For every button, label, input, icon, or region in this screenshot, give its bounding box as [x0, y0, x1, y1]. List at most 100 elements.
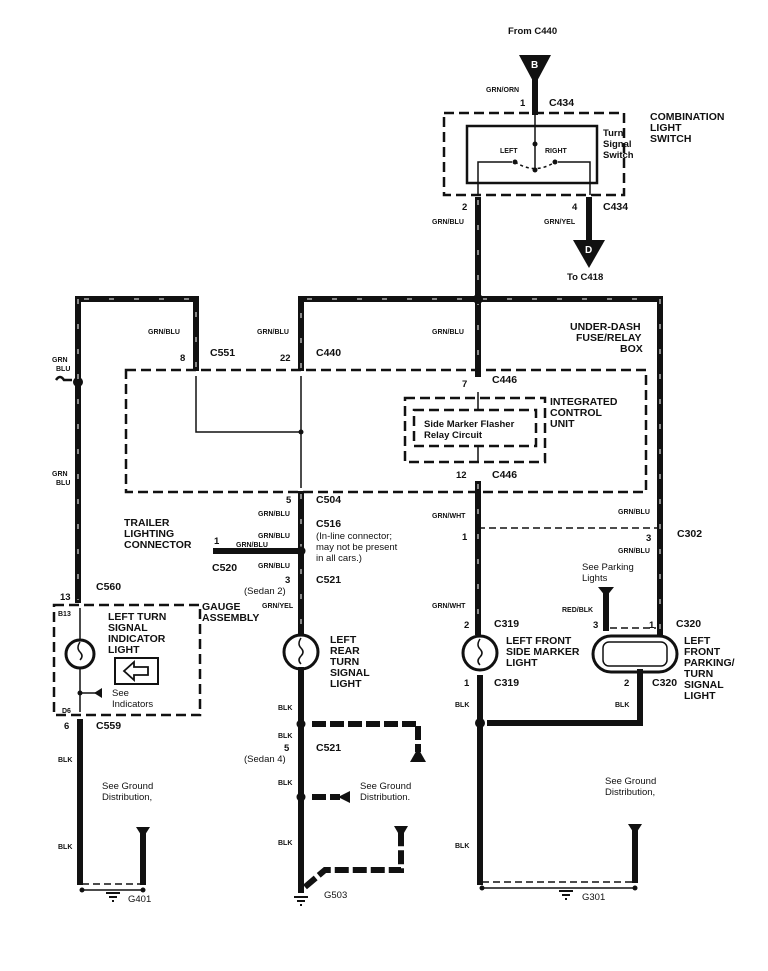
gauge-label-2: ASSEMBLY — [202, 612, 259, 624]
rear-light-label-1: LEFT — [330, 634, 357, 646]
parking-label-3: PARKING/ — [684, 657, 735, 669]
c320-pin-3: 3 — [593, 620, 598, 631]
fuse-box-label-1: UNDER-DASH — [570, 321, 641, 333]
see-indicators-2: Indicators — [112, 699, 153, 710]
parking-label-4: TURN — [684, 668, 713, 680]
ground-g503-icon — [294, 896, 308, 906]
parking-label-1: LEFT — [684, 635, 711, 647]
wire-label-red-blk: RED/BLK — [562, 607, 593, 614]
c302-pin-1: 1 — [462, 532, 468, 543]
wire-label-blk-rear-2: BLK — [278, 733, 292, 740]
wire-label-grn-wht-1: GRN/WHT — [432, 513, 466, 520]
trailer-label-1: TRAILER — [124, 517, 170, 529]
from-c440-label: From C440 — [508, 26, 557, 37]
c521-pin-5: 5 — [284, 743, 290, 754]
c320-pin-1: 1 — [649, 620, 655, 631]
splice-point — [473, 294, 483, 304]
wire-label-grn-orn: GRN/ORN — [486, 87, 519, 94]
wire-label-blu: BLU — [56, 366, 70, 373]
c521-variant-top: (Sedan 2) — [244, 586, 286, 597]
wire-label-grn-blu-c516: GRN/BLU — [258, 533, 290, 540]
left-arrow-indicator-icon — [114, 657, 159, 685]
icu-label-2: CONTROL — [550, 407, 602, 419]
turn-signal-switch-label-1: Turn — [603, 128, 624, 139]
c521-bottom-label: C521 — [316, 742, 341, 754]
g401-label: G401 — [128, 894, 151, 905]
pin-d6: D6 — [62, 708, 71, 715]
ground-g401-icon — [106, 892, 120, 902]
connector-b-icon — [519, 55, 551, 85]
fuse-relay-box — [124, 368, 648, 494]
wire-label-blk-side-1: BLK — [455, 702, 469, 709]
gauge-label-1: GAUGE — [202, 601, 241, 613]
c560-label: C560 — [96, 581, 121, 593]
c560-pin: 13 — [60, 592, 71, 603]
c434-pin-4: 4 — [572, 202, 578, 213]
icu-label-1: INTEGRATED — [550, 396, 618, 408]
c302-label: C302 — [677, 528, 702, 540]
turn-signal-switch-label-3: Switch — [603, 150, 634, 161]
wire-label-grn-blu-c302-bottom: GRN/BLU — [618, 548, 650, 555]
wire-label-blk-rear-1: BLK — [278, 705, 292, 712]
see-indicators-1: See — [112, 688, 129, 699]
c446-pin-7: 7 — [462, 379, 467, 390]
rear-light-label-2: REAR — [330, 645, 360, 657]
flasher-circuit-label-2: Relay Circuit — [424, 430, 483, 441]
connector-d-letter: D — [585, 245, 592, 256]
c434-bottom-label: C434 — [603, 201, 628, 213]
c319-top-label: C319 — [494, 618, 519, 630]
c516-note-2: may not be present — [316, 542, 398, 553]
c320-pin-2: 2 — [624, 678, 629, 689]
c516-note-1: (In-line connector; — [316, 531, 392, 542]
combination-switch-box — [442, 111, 626, 197]
c504-pin: 5 — [286, 495, 292, 506]
wire-label-grn-blu-trailer: GRN/BLU — [236, 542, 268, 549]
g301-label: G301 — [582, 892, 605, 903]
wire-label-grn-blu-switch: GRN/BLU — [432, 219, 464, 226]
parking-label-6: LIGHT — [684, 690, 716, 702]
c302-pin-3: 3 — [646, 533, 651, 544]
parking-turn-bulb-icon — [591, 634, 679, 674]
c319-pin-2: 2 — [464, 620, 469, 631]
switch-left-label: LEFT — [500, 148, 518, 155]
trailer-label-2: LIGHTING — [124, 528, 174, 540]
side-marker-label-2: SIDE MARKER — [506, 646, 580, 658]
wire-label-grn-blu-c302-top: GRN/BLU — [618, 509, 650, 516]
turn-signal-switch-box — [465, 124, 599, 185]
rear-light-label-3: TURN — [330, 656, 359, 668]
c520-label: C520 — [212, 562, 237, 574]
indicator-label-4: LIGHT — [108, 644, 140, 656]
c559-label: C559 — [96, 720, 121, 732]
wire-label-grn-yel-rear: GRN/YEL — [262, 603, 294, 610]
wire-label-blu-2: BLU — [56, 480, 70, 487]
wire-label-grn-wht-2: GRN/WHT — [432, 603, 466, 610]
switch-right-label: RIGHT — [545, 148, 568, 155]
indicator-label-3: INDICATOR — [108, 633, 166, 645]
wire-label-blk-gauge-2: BLK — [58, 844, 72, 851]
turn-signal-switch-label-2: Signal — [603, 139, 632, 150]
rear-light-label-5: LIGHT — [330, 678, 362, 690]
flasher-circuit-box — [412, 408, 538, 448]
c319-pin-1: 1 — [464, 678, 470, 689]
wire-label-grn-2: GRN — [52, 471, 68, 478]
c446-bottom-label: C446 — [492, 469, 517, 481]
ground-g301-icon — [559, 890, 573, 900]
to-c418-label: To C418 — [567, 272, 603, 283]
trailer-pin: 1 — [214, 536, 220, 547]
c559-pin: 6 — [64, 721, 69, 732]
c320-bottom-label: C320 — [652, 677, 677, 689]
see-parking-2: Lights — [582, 573, 608, 584]
c551-label: C551 — [210, 347, 235, 359]
fuse-box-label-3: BOX — [620, 343, 643, 355]
c521-variant-bottom: (Sedan 4) — [244, 754, 286, 765]
c446-top-label: C446 — [492, 374, 517, 386]
trailer-label-3: CONNECTOR — [124, 539, 192, 551]
wire-label-grn-blu-c440: GRN/BLU — [257, 329, 289, 336]
wire-blk-parking — [487, 692, 643, 726]
c434-pin-2: 2 — [462, 202, 467, 213]
see-ground-rear-1: See Ground — [360, 781, 411, 792]
wire-label-blk-rear-4: BLK — [278, 840, 292, 847]
indicator-label-1: LEFT TURN — [108, 611, 166, 623]
c516-note-3: in all cars.) — [316, 553, 362, 564]
see-ground-front-2: Distribution, — [605, 787, 655, 798]
